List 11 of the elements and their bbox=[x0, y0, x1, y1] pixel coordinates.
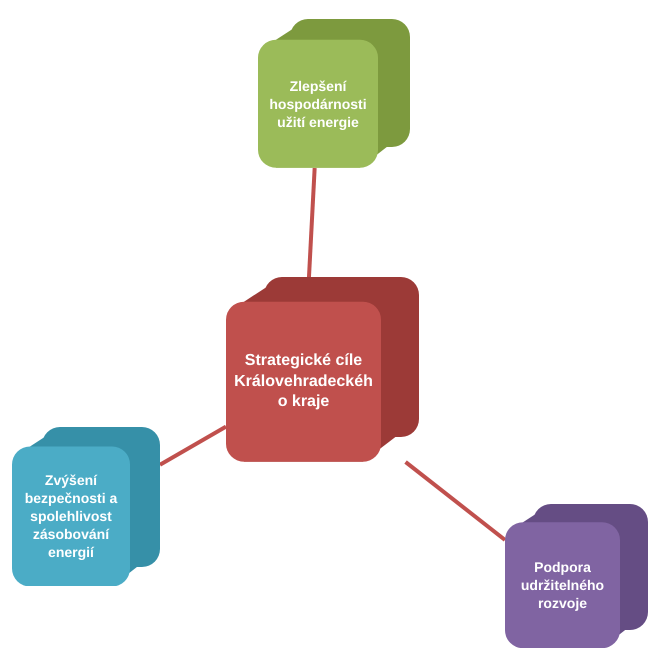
node-label: Zlepšení hospodárnosti užití energie bbox=[268, 76, 368, 132]
cube-box bbox=[258, 19, 410, 168]
connector-line bbox=[159, 424, 227, 466]
node-label: Podpora udržitelného rozvoje bbox=[520, 558, 606, 614]
node-label: Zvýšení bezpečnosti a spolehlivost zásobování energií bbox=[24, 470, 118, 562]
cube-box bbox=[226, 277, 419, 462]
cube-box bbox=[505, 504, 648, 648]
node-label: Strategické cíle Královehradeckéh o kraje bbox=[233, 350, 374, 412]
cube-box bbox=[12, 426, 160, 586]
connector-line bbox=[404, 460, 506, 542]
connector-line bbox=[306, 168, 317, 278]
